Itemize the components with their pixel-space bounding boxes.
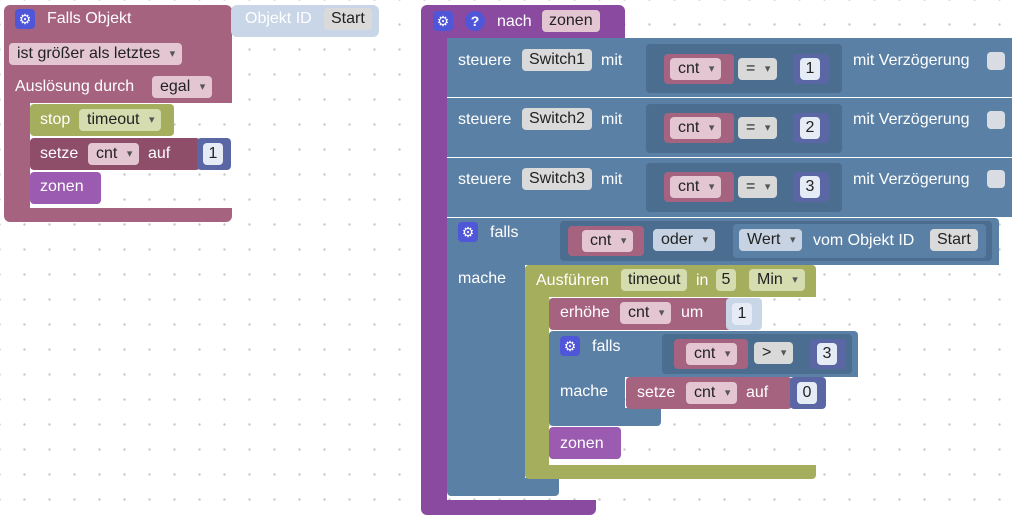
set-var-dropdown[interactable]: cnt — [88, 143, 140, 165]
function-block-spine — [421, 36, 447, 506]
call-zonen-label: zonen — [40, 178, 84, 195]
increment-label: erhöhe — [560, 304, 610, 321]
var-dropdown[interactable]: cnt — [670, 58, 722, 80]
if-label: falls — [592, 338, 621, 355]
value-field[interactable]: 3 — [800, 176, 820, 198]
increment-value-field[interactable]: 1 — [732, 303, 752, 325]
stop-timeout-dropdown[interactable]: timeout — [79, 109, 162, 131]
timeout-name-field[interactable]: timeout — [621, 269, 688, 291]
set-value-field[interactable]: 0 — [797, 382, 817, 404]
function-title: nach — [497, 13, 532, 30]
help-icon[interactable]: ? — [465, 11, 485, 31]
value-field[interactable]: 1 — [800, 58, 820, 80]
with-label: mit — [601, 52, 623, 69]
stop-label: stop — [40, 111, 71, 128]
gear-icon[interactable]: ⚙ — [458, 222, 478, 242]
timeout-block-bottom — [525, 465, 816, 479]
if-block-spine — [447, 262, 525, 482]
operator-dropdown[interactable]: > — [754, 342, 794, 364]
delay-label: mit Verzögerung — [853, 52, 970, 69]
operator-dropdown[interactable]: = — [738, 117, 778, 139]
control-label: steuere — [458, 171, 512, 188]
set-to-label: auf — [148, 145, 171, 162]
timeout-unit-dropdown[interactable]: Min — [749, 269, 805, 291]
object-id-field[interactable]: Start — [324, 8, 372, 30]
condition-dropdown[interactable]: ist größer als letztes — [9, 43, 183, 65]
var-dropdown[interactable]: cnt — [686, 343, 738, 365]
operator-dropdown[interactable]: = — [738, 58, 778, 80]
trigger-block-spine — [4, 100, 30, 212]
gear-icon[interactable]: ⚙ — [433, 11, 453, 31]
set-label: setze — [40, 145, 79, 162]
delay-checkbox[interactable] — [987, 52, 1005, 70]
delay-checkbox[interactable] — [987, 111, 1005, 129]
set-var-dropdown[interactable]: cnt — [686, 382, 738, 404]
do-label: mache — [560, 383, 609, 400]
object-id-label: Objekt ID — [245, 10, 312, 27]
trigger-by-dropdown[interactable]: egal — [152, 76, 213, 98]
set-to-label: auf — [746, 384, 769, 401]
gear-icon[interactable]: ⚙ — [560, 336, 580, 356]
control-label: steuere — [458, 52, 512, 69]
if-block-bottom — [447, 478, 559, 496]
timeout-label: Ausführen — [536, 272, 609, 289]
device-field[interactable]: Switch1 — [522, 49, 593, 71]
device-field[interactable]: Switch3 — [522, 168, 593, 190]
timeout-amount-field[interactable]: 5 — [716, 269, 736, 291]
value-field[interactable]: 2 — [800, 117, 820, 139]
function-block-bottom — [421, 500, 596, 515]
delay-label: mit Verzögerung — [853, 171, 970, 188]
if-label: falls — [490, 224, 519, 241]
set-value-field[interactable]: 1 — [203, 143, 223, 165]
with-label: mit — [601, 111, 623, 128]
call-zonen-block[interactable] — [30, 172, 101, 204]
if-block-nested-bottom — [549, 408, 661, 426]
by-label: um — [681, 304, 704, 321]
timeout-block-spine — [525, 295, 549, 473]
gear-icon[interactable]: ⚙ — [15, 9, 35, 29]
var-dropdown[interactable]: cnt — [582, 230, 634, 252]
or-dropdown[interactable]: oder — [653, 229, 716, 251]
operator-dropdown[interactable]: = — [738, 176, 778, 198]
with-label: mit — [601, 171, 623, 188]
from-object-label: vom Objekt ID — [813, 232, 915, 249]
object-id-field[interactable]: Start — [930, 229, 978, 251]
do-label: mache — [458, 270, 507, 287]
device-field[interactable]: Switch2 — [522, 108, 593, 130]
var-dropdown[interactable]: cnt — [670, 176, 722, 198]
call-zonen-block[interactable] — [549, 427, 621, 459]
value-field[interactable]: 3 — [817, 343, 837, 365]
trigger-block-bottom — [4, 208, 232, 222]
trigger-by-label: Auslösung durch — [15, 78, 135, 95]
function-name-field[interactable]: zonen — [542, 10, 600, 32]
increment-var-dropdown[interactable]: cnt — [620, 302, 672, 324]
set-label: setze — [637, 384, 676, 401]
call-zonen-label: zonen — [560, 435, 604, 452]
trigger-title: Falls Objekt — [47, 10, 132, 27]
control-label: steuere — [458, 111, 512, 128]
var-dropdown[interactable]: cnt — [670, 117, 722, 139]
value-dropdown[interactable]: Wert — [739, 229, 803, 251]
in-label: in — [696, 272, 709, 289]
delay-label: mit Verzögerung — [853, 111, 970, 128]
delay-checkbox[interactable] — [987, 170, 1005, 188]
